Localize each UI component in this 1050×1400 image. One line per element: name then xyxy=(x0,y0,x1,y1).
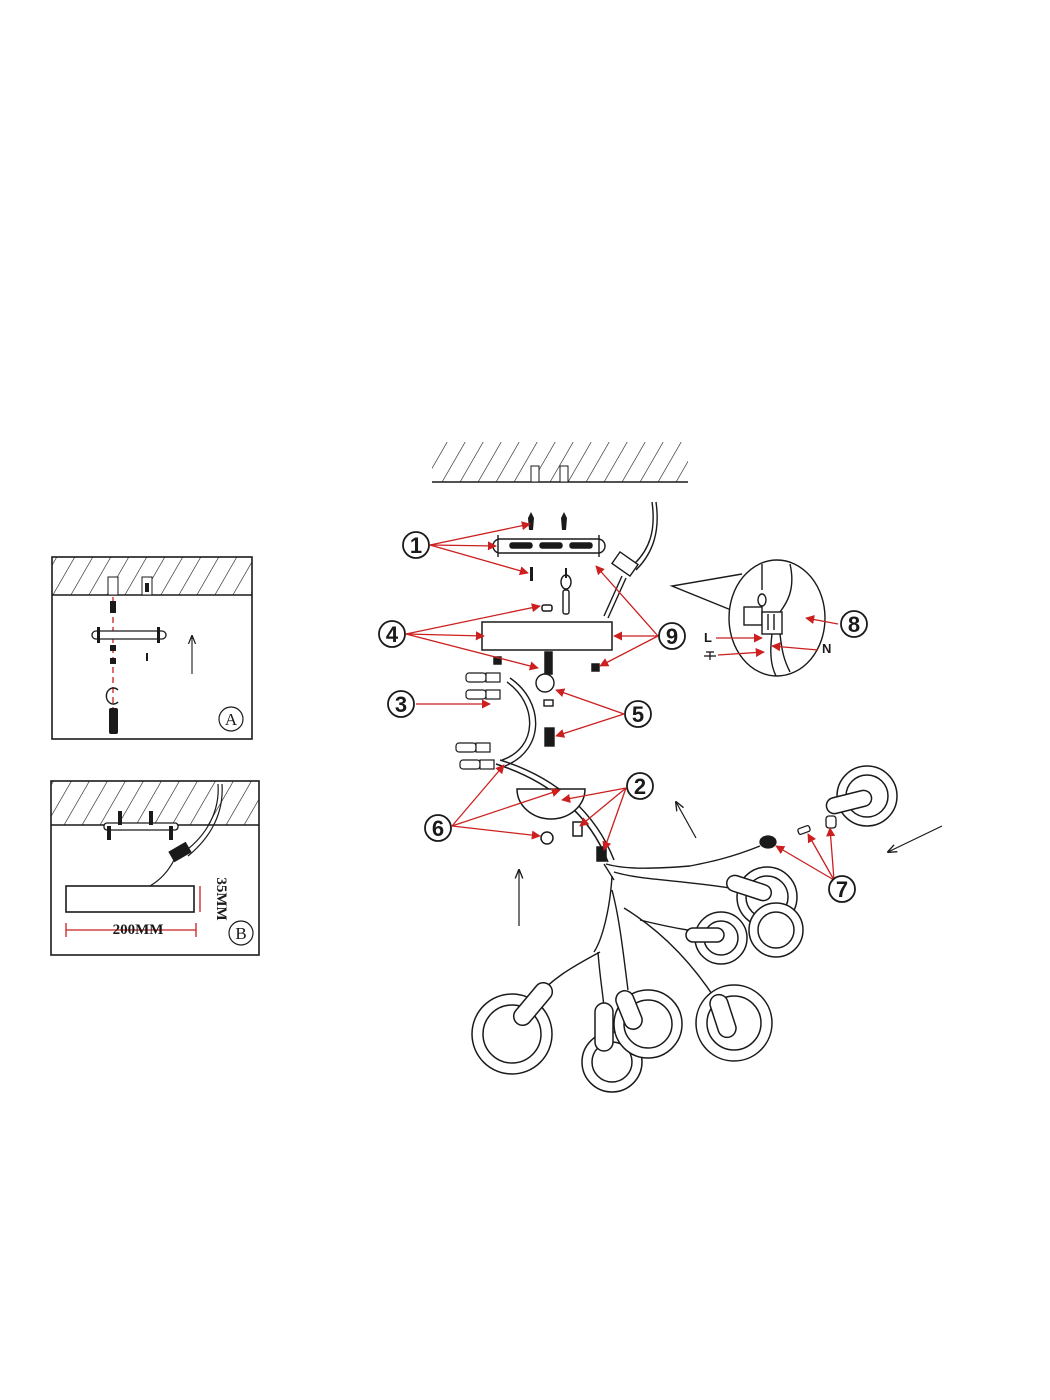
ceiling xyxy=(432,442,688,483)
callouts xyxy=(378,531,868,903)
upper-rod xyxy=(501,673,555,767)
panel-b: 200MM 35MM B xyxy=(50,780,260,956)
panel-b-height: 35MM xyxy=(213,877,229,920)
lamp-heads xyxy=(471,765,898,1093)
callout-4: 4 xyxy=(386,622,399,647)
leader-lines xyxy=(405,521,839,881)
neutral-label: N xyxy=(822,641,831,656)
chandelier-arms xyxy=(533,845,761,1011)
callout-5: 5 xyxy=(632,702,644,727)
callout-6: 6 xyxy=(432,816,444,841)
live-label: L xyxy=(704,630,712,645)
panel-b-width: 200MM xyxy=(113,922,164,938)
supply-cable xyxy=(603,501,658,619)
callout-3: 3 xyxy=(395,692,407,717)
direction-arrows xyxy=(519,802,943,926)
callout-7: 7 xyxy=(836,877,848,902)
ground-icon xyxy=(704,651,716,660)
panel-b-letter: B xyxy=(235,924,246,943)
ceiling-screws xyxy=(528,512,572,615)
down-rod xyxy=(495,759,615,863)
bulb-parts xyxy=(759,815,837,849)
callout-8: 8 xyxy=(848,612,860,637)
callout-2: 2 xyxy=(634,774,646,799)
callout-9: 9 xyxy=(666,624,678,649)
mounting-bracket xyxy=(492,535,606,557)
wiring-detail xyxy=(669,559,826,677)
panel-a-letter: A xyxy=(225,710,238,729)
wiring-labels: L N xyxy=(704,630,831,660)
callout-numbers: 1 2 3 4 5 6 7 8 9 xyxy=(386,533,860,902)
callout-1: 1 xyxy=(410,533,422,558)
panel-a: A xyxy=(51,556,253,740)
canopy xyxy=(481,604,613,675)
socket-cluster xyxy=(455,672,501,770)
